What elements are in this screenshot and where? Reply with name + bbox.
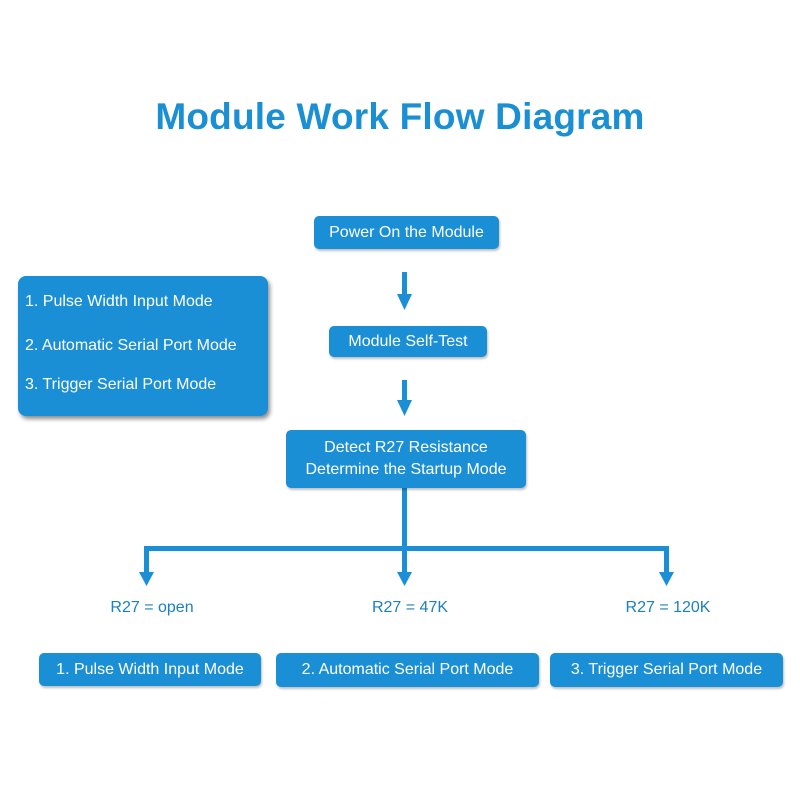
arrow-head-selftest-to-detect — [397, 400, 412, 416]
arrow-head-right — [659, 572, 674, 586]
step-detect-r27: Detect R27 Resistance Determine the Star… — [286, 430, 526, 488]
condition-label-120k: R27 = 120K — [625, 599, 711, 616]
arrow-head-middle — [397, 572, 412, 586]
condition-label-open: R27 = open — [110, 599, 194, 616]
condition-label-47k: R27 = 47K — [371, 599, 449, 616]
mode-box-trigger-serial: 3. Trigger Serial Port Mode — [550, 653, 783, 687]
arrow-shaft-selftest-to-detect — [402, 380, 407, 402]
branch-trunk — [402, 488, 407, 576]
arrow-head-left — [139, 572, 154, 586]
mode-box-automatic-serial: 2. Automatic Serial Port Mode — [276, 653, 539, 687]
branch-horizontal-bar — [144, 546, 669, 551]
legend-item: 3. Trigger Serial Port Mode — [25, 376, 217, 393]
arrow-head-power-to-selftest — [397, 294, 412, 310]
arrow-shaft-power-to-selftest — [402, 272, 407, 296]
legend-item: 1. Pulse Width Input Mode — [25, 293, 213, 310]
detect-line-1: Detect R27 Resistance — [324, 439, 488, 456]
mode-legend-box: 1. Pulse Width Input Mode 2. Automatic S… — [18, 276, 268, 416]
diagram-title: Module Work Flow Diagram — [155, 96, 645, 137]
branch-drop-right — [664, 546, 669, 574]
legend-item: 2. Automatic Serial Port Mode — [25, 337, 237, 354]
step-power-on: Power On the Module — [314, 216, 499, 249]
mode-box-pulse-width: 1. Pulse Width Input Mode — [39, 653, 261, 686]
branch-drop-left — [144, 546, 149, 574]
step-self-test: Module Self-Test — [329, 326, 487, 357]
detect-line-2: Determine the Startup Mode — [305, 461, 507, 478]
